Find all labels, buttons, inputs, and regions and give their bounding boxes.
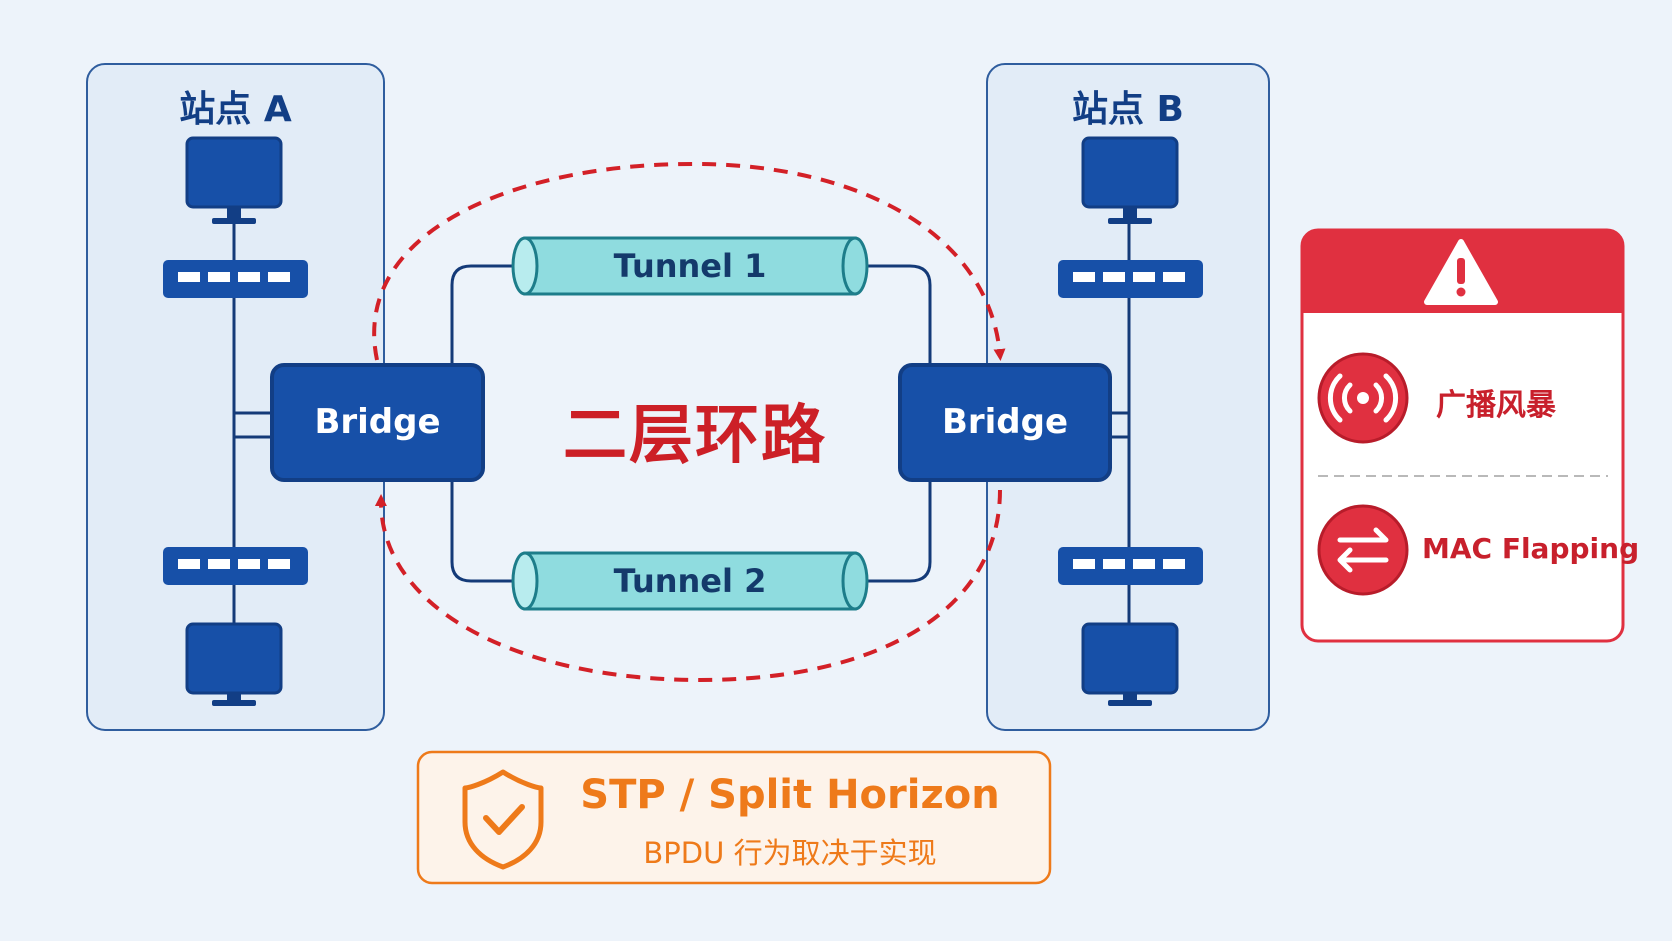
swap-arrows-icon [1317, 504, 1409, 596]
switch-icon [163, 260, 308, 298]
tunnel-2-cylinder [511, 551, 869, 611]
bridge-a-box [270, 363, 485, 482]
alert-item-label: 广播风暴 [1436, 388, 1556, 423]
site-a-title: 站点 A [179, 89, 292, 130]
site-a-wiring [232, 222, 272, 690]
stp-box [416, 750, 1052, 885]
stp-title: STP / Split Horizon [580, 772, 1000, 818]
broadcast-icon [1317, 352, 1409, 444]
tunnel-2-label: Tunnel 2 [613, 562, 767, 600]
tunnel-1-cylinder [511, 236, 869, 296]
bridge-b-box [898, 363, 1112, 482]
monitor-icon [1081, 136, 1179, 224]
bridge-a-label: Bridge [314, 402, 441, 442]
loop-label: 二层环路 [563, 399, 827, 473]
tunnel-1-label: Tunnel 1 [613, 247, 767, 285]
shield-check-icon [462, 769, 544, 870]
stp-subtitle: BPDU 行为取决于实现 [643, 836, 937, 870]
warning-icon [1424, 239, 1498, 305]
switch-icon [163, 547, 308, 585]
site-b-title: 站点 B [1072, 89, 1184, 130]
monitor-icon [185, 622, 283, 706]
switch-icon [1058, 547, 1203, 585]
bridge-b-label: Bridge [941, 402, 1069, 442]
switch-icon [1058, 260, 1203, 298]
monitor-icon [185, 136, 283, 224]
alert-item-label: MAC Flapping [1422, 532, 1640, 565]
loop-arrow-bottom [374, 489, 1002, 683]
site-b-wiring [1110, 222, 1131, 690]
loop-arrow-top [372, 161, 1006, 361]
monitor-icon [1081, 622, 1179, 706]
tunnel-links [450, 264, 932, 583]
